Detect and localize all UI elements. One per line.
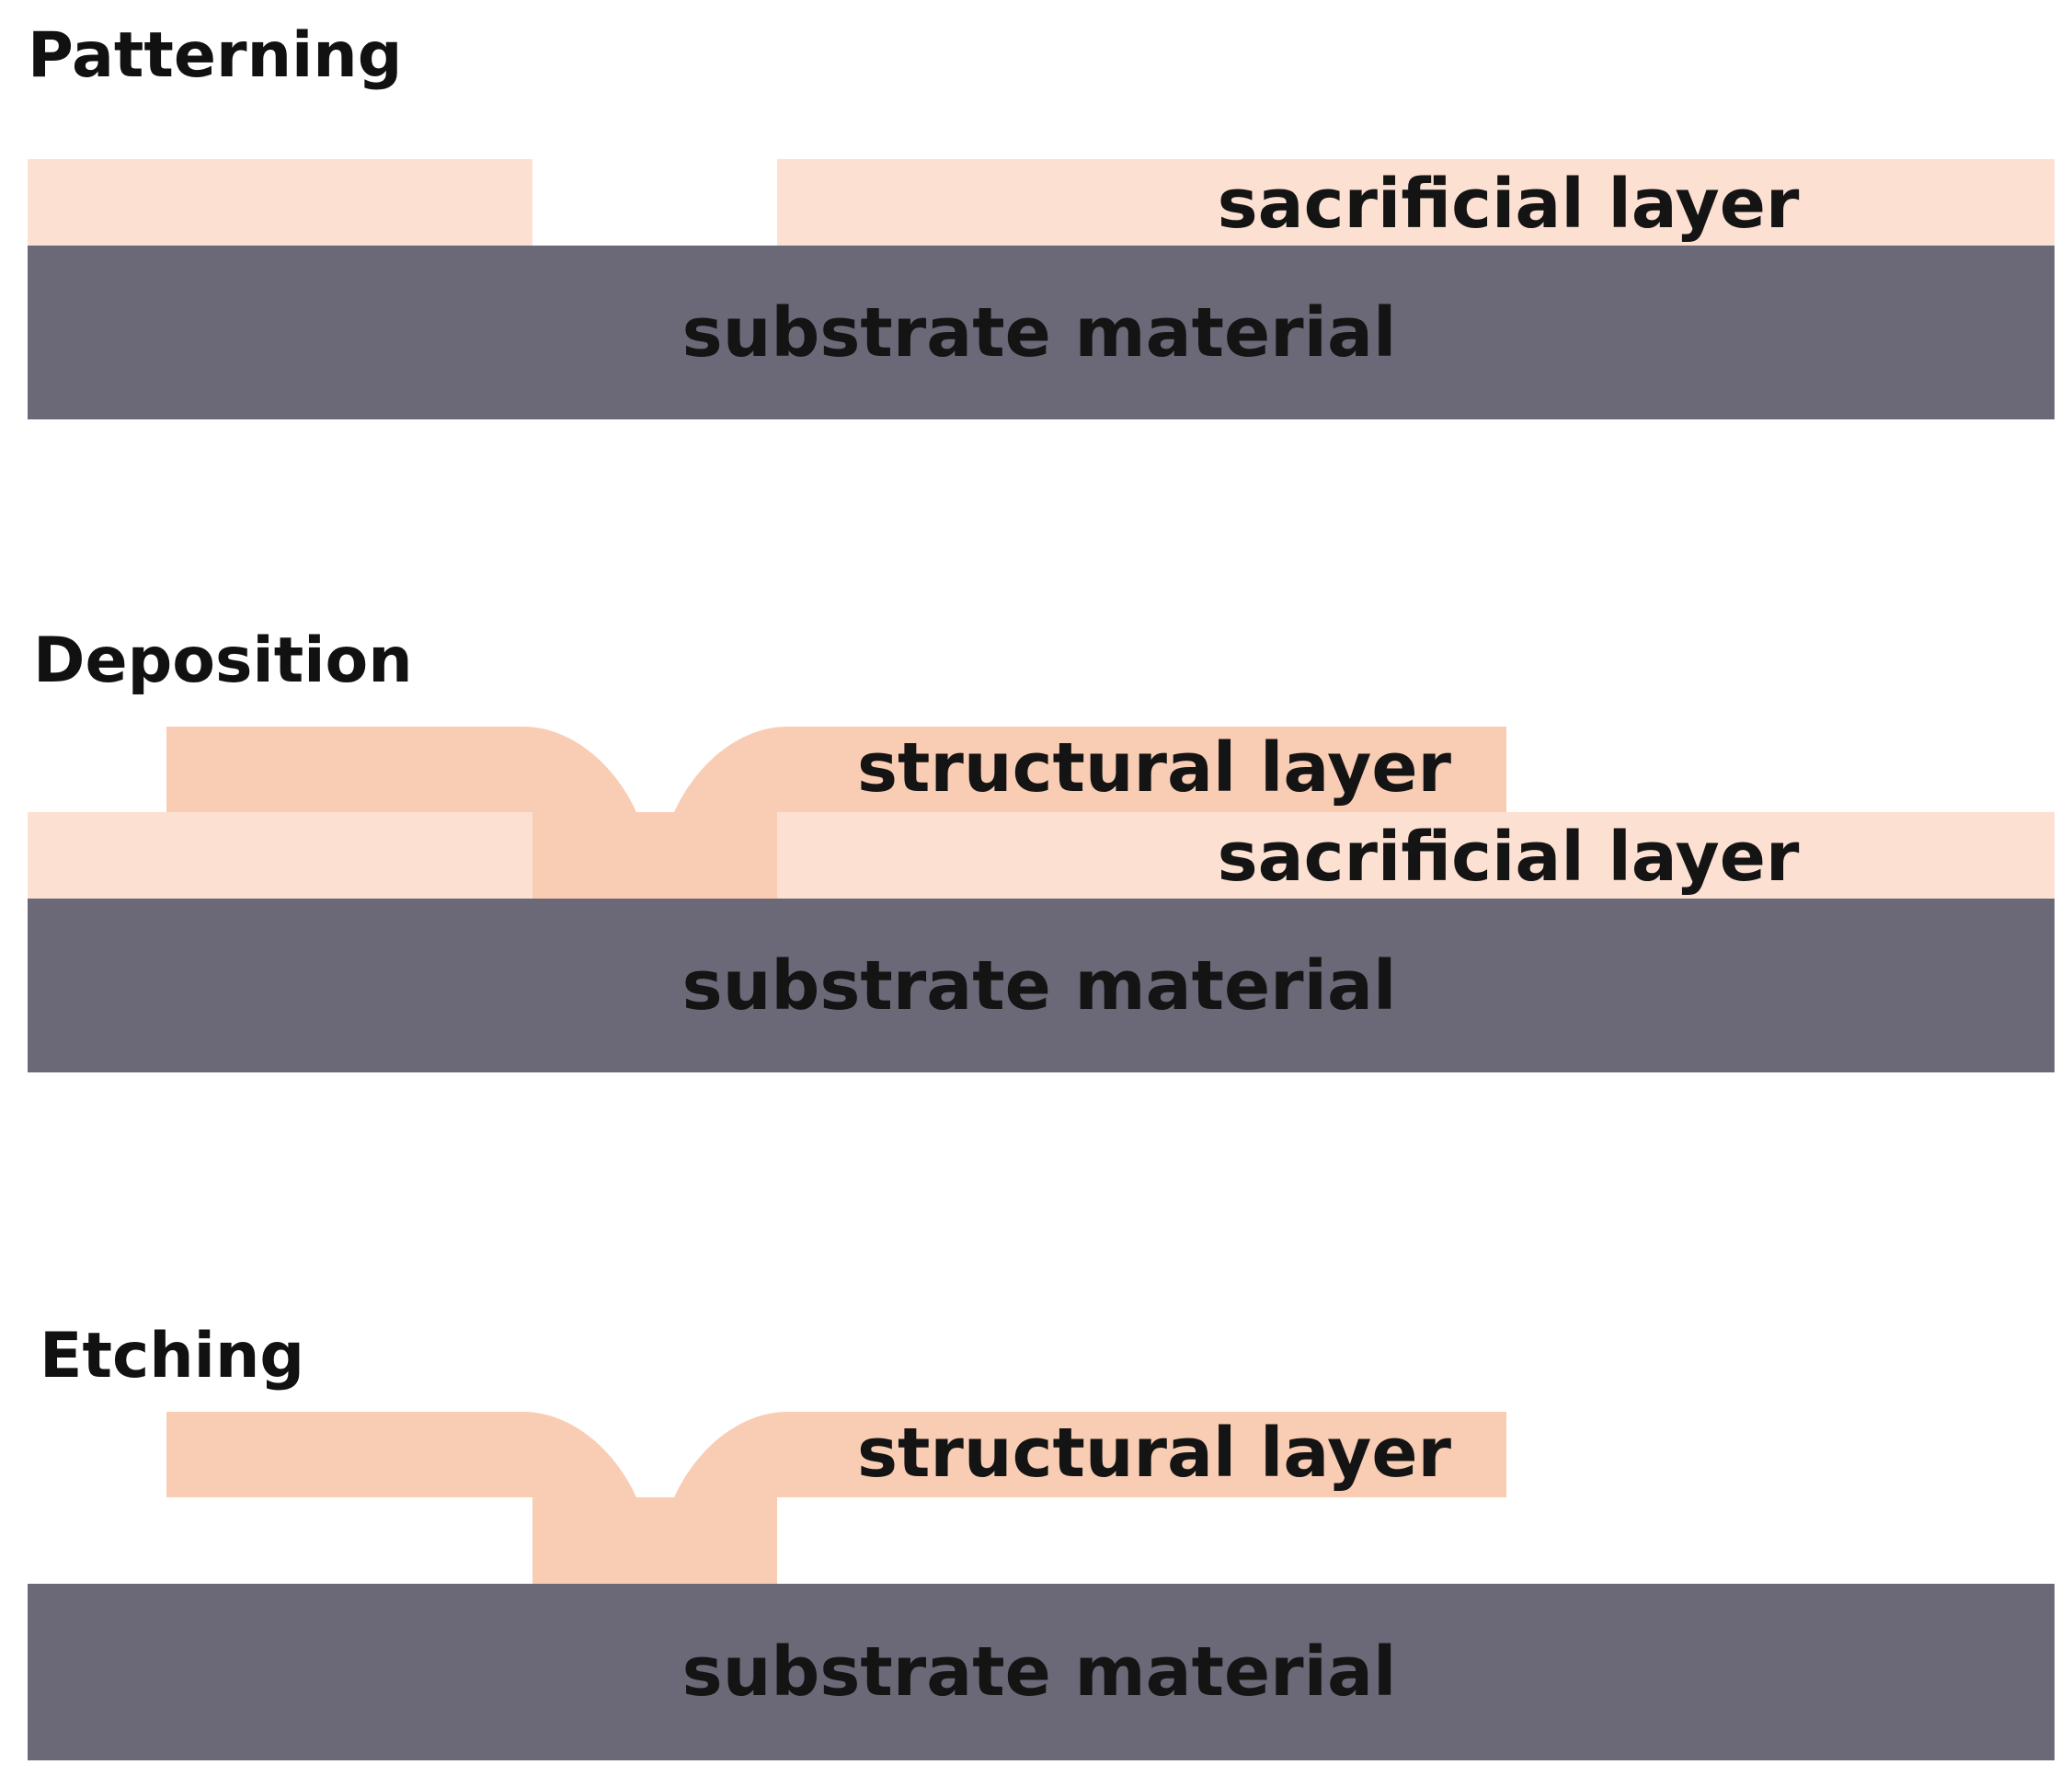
patterning-stage: Patterning sacrificial layer substrate m…	[28, 19, 2055, 419]
sacrificial-layer-right	[777, 812, 2055, 899]
substrate-material-label: substrate material	[682, 946, 1397, 1025]
sacrificial-layer-right	[777, 159, 2055, 246]
substrate-material	[28, 899, 2055, 1072]
structural-layer-label: structural layer	[857, 728, 1452, 808]
etching-stage: Etching structural layer substrate mater…	[28, 1320, 2055, 1760]
substrate-material-label: substrate material	[682, 293, 1397, 372]
structural-layer-anchor	[532, 812, 777, 899]
patterning-title: Patterning	[28, 19, 402, 92]
substrate-material	[28, 246, 2055, 419]
substrate-material-label: substrate material	[682, 1633, 1397, 1712]
structural-layer-label: structural layer	[857, 1414, 1452, 1493]
structural-layer	[166, 727, 1506, 812]
substrate-material	[28, 1584, 2055, 1760]
sacrificial-layer-label: sacrificial layer	[1218, 165, 1800, 244]
etching-title: Etching	[40, 1320, 304, 1392]
sacrificial-layer-left	[28, 159, 532, 246]
sacrificial-layer-left	[28, 812, 532, 899]
structural-layer	[166, 1412, 1506, 1584]
deposition-title: Deposition	[33, 624, 413, 697]
deposition-stage: Deposition structural layer sacrificial …	[28, 624, 2055, 1072]
sacrificial-layer-label: sacrificial layer	[1218, 818, 1800, 897]
